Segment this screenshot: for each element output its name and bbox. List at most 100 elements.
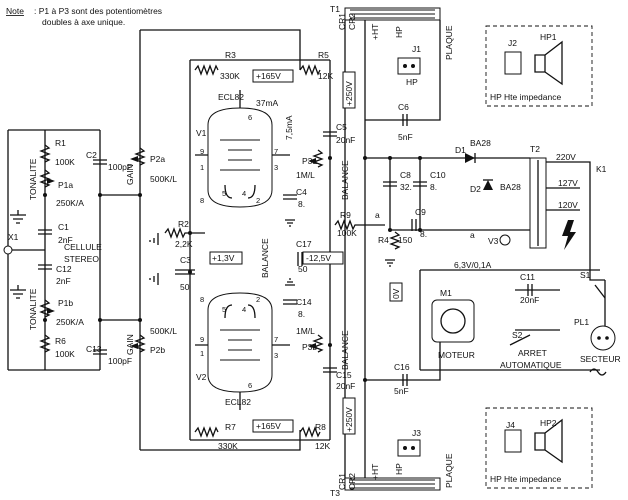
ground-icon [10,285,26,299]
label-HP2: HP2 [540,418,557,428]
value-R3: 330K [220,71,240,81]
diode-D1 [465,153,476,163]
label-R4: R4 [378,235,389,245]
label-plaque-top: PLAQUE [444,25,454,60]
label-balance-mid: BALANCE [260,238,270,278]
value-C8: 32. [400,182,412,192]
note-line2: doubles à axe unique. [42,17,125,27]
switch-S2 [509,334,531,346]
value-C17: 50 [298,264,308,274]
value-R9: 100K [337,228,357,238]
label-C2: C2 [86,150,97,160]
capacitor-C2 [93,159,107,165]
label-127v: 127V [558,178,578,188]
label-gain-top: GAIN [125,164,135,185]
value-R6: 100K [55,349,75,359]
value-R7: 330K [218,441,238,451]
label-T3: T3 [330,488,340,498]
capacitor-C8 [383,181,397,187]
label-X1: X1 [8,232,19,242]
value-R8: 12K [315,441,330,451]
resistor-R6 [39,334,51,353]
pin-label: 4 [242,305,246,314]
label-R6: R6 [55,336,66,346]
switch-S1 [594,284,606,299]
label-J1: J1 [412,44,421,54]
voltage-165-top: +165V [256,71,281,81]
diode-D2 [483,179,493,190]
resistor-R8 [299,426,321,438]
pot-P3a [308,149,324,168]
label-C6: C6 [398,102,409,112]
ground-icon [149,233,159,245]
label-T2: T2 [530,144,540,154]
value-C16: 5nF [394,386,409,396]
resistor-R1 [39,144,51,163]
resistor-R2 [164,227,205,239]
label-P1b: P1b [58,298,73,308]
label-R7: R7 [225,422,236,432]
note-line1: : P1 à P3 sont des potentiomètres [34,6,162,16]
label-cr2-top: CR2 [347,13,357,30]
voltage-m125: -12,5V [306,253,331,263]
value-P2a: 500K/L [150,174,177,184]
voltage-0: 0V [391,288,401,299]
capacitor-C13 [93,349,107,355]
value-P2b: 500K/L [150,326,177,336]
pin-label: 8 [200,295,204,304]
type-D2: BA28 [500,182,521,192]
resistor-R5 [299,64,321,76]
label-hp-bottom: HP [394,463,404,475]
label-automatique: AUTOMATIQUE [500,360,562,370]
value-C1: 2nF [58,235,73,245]
voltage-165-bottom: +165V [256,421,281,431]
label-cellule: CELLULE [64,242,102,252]
value-C14: 8. [298,309,305,319]
label-hp-hte-bottom: HP Hte impedance [490,474,561,484]
label-R2: R2 [178,219,189,229]
label-moteur: MOTEUR [438,350,475,360]
jack-J2 [504,51,522,75]
label-hp-hte-top: HP Hte impedance [490,92,561,102]
label-R3: R3 [225,50,236,60]
label-J2: J2 [508,38,517,48]
value-R2: 2,2K [175,239,193,249]
value-C10: 8. [430,182,437,192]
label-ht-bottom: +HT [370,464,380,480]
label-R8: R8 [315,422,326,432]
label-C3: C3 [180,255,191,265]
resistor-R3 [194,64,219,76]
label-PL1: PL1 [574,317,589,327]
label-R1: R1 [55,138,66,148]
capacitor-C10 [413,181,427,187]
capacitor-C9 [411,219,417,231]
value-C12: 2nF [56,276,71,286]
pot-P1a [39,169,55,188]
pin-label: 5 [222,305,226,314]
resistor-R9 [334,219,385,231]
pin-label: 7 [274,147,278,156]
pin-label: 3 [274,163,278,172]
value-P1a: 250K/A [56,198,84,208]
capacitor-C3 [175,269,195,275]
label-C14: C14 [296,297,312,307]
label-ht-top: +HT [370,24,380,40]
ground-icon [385,259,395,267]
label-arret: ARRET [518,348,547,358]
capacitor-C14 [283,299,297,305]
label-P1a: P1a [58,180,73,190]
motor-M1 [431,299,475,343]
value-C4: 8. [298,199,305,209]
value-P3a: 1M/L [296,170,315,180]
label-J4: J4 [506,420,515,430]
label-D1: D1 [455,145,466,155]
capacitor-C4 [283,194,297,200]
label-C9: C9 [415,207,426,217]
label-M1: M1 [440,288,452,298]
ground-icon [149,273,159,285]
pot-P3b [308,334,324,353]
capacitor-C5 [323,131,337,137]
pin-label: 7 [274,335,278,344]
mains-plug-PL1 [590,325,616,351]
